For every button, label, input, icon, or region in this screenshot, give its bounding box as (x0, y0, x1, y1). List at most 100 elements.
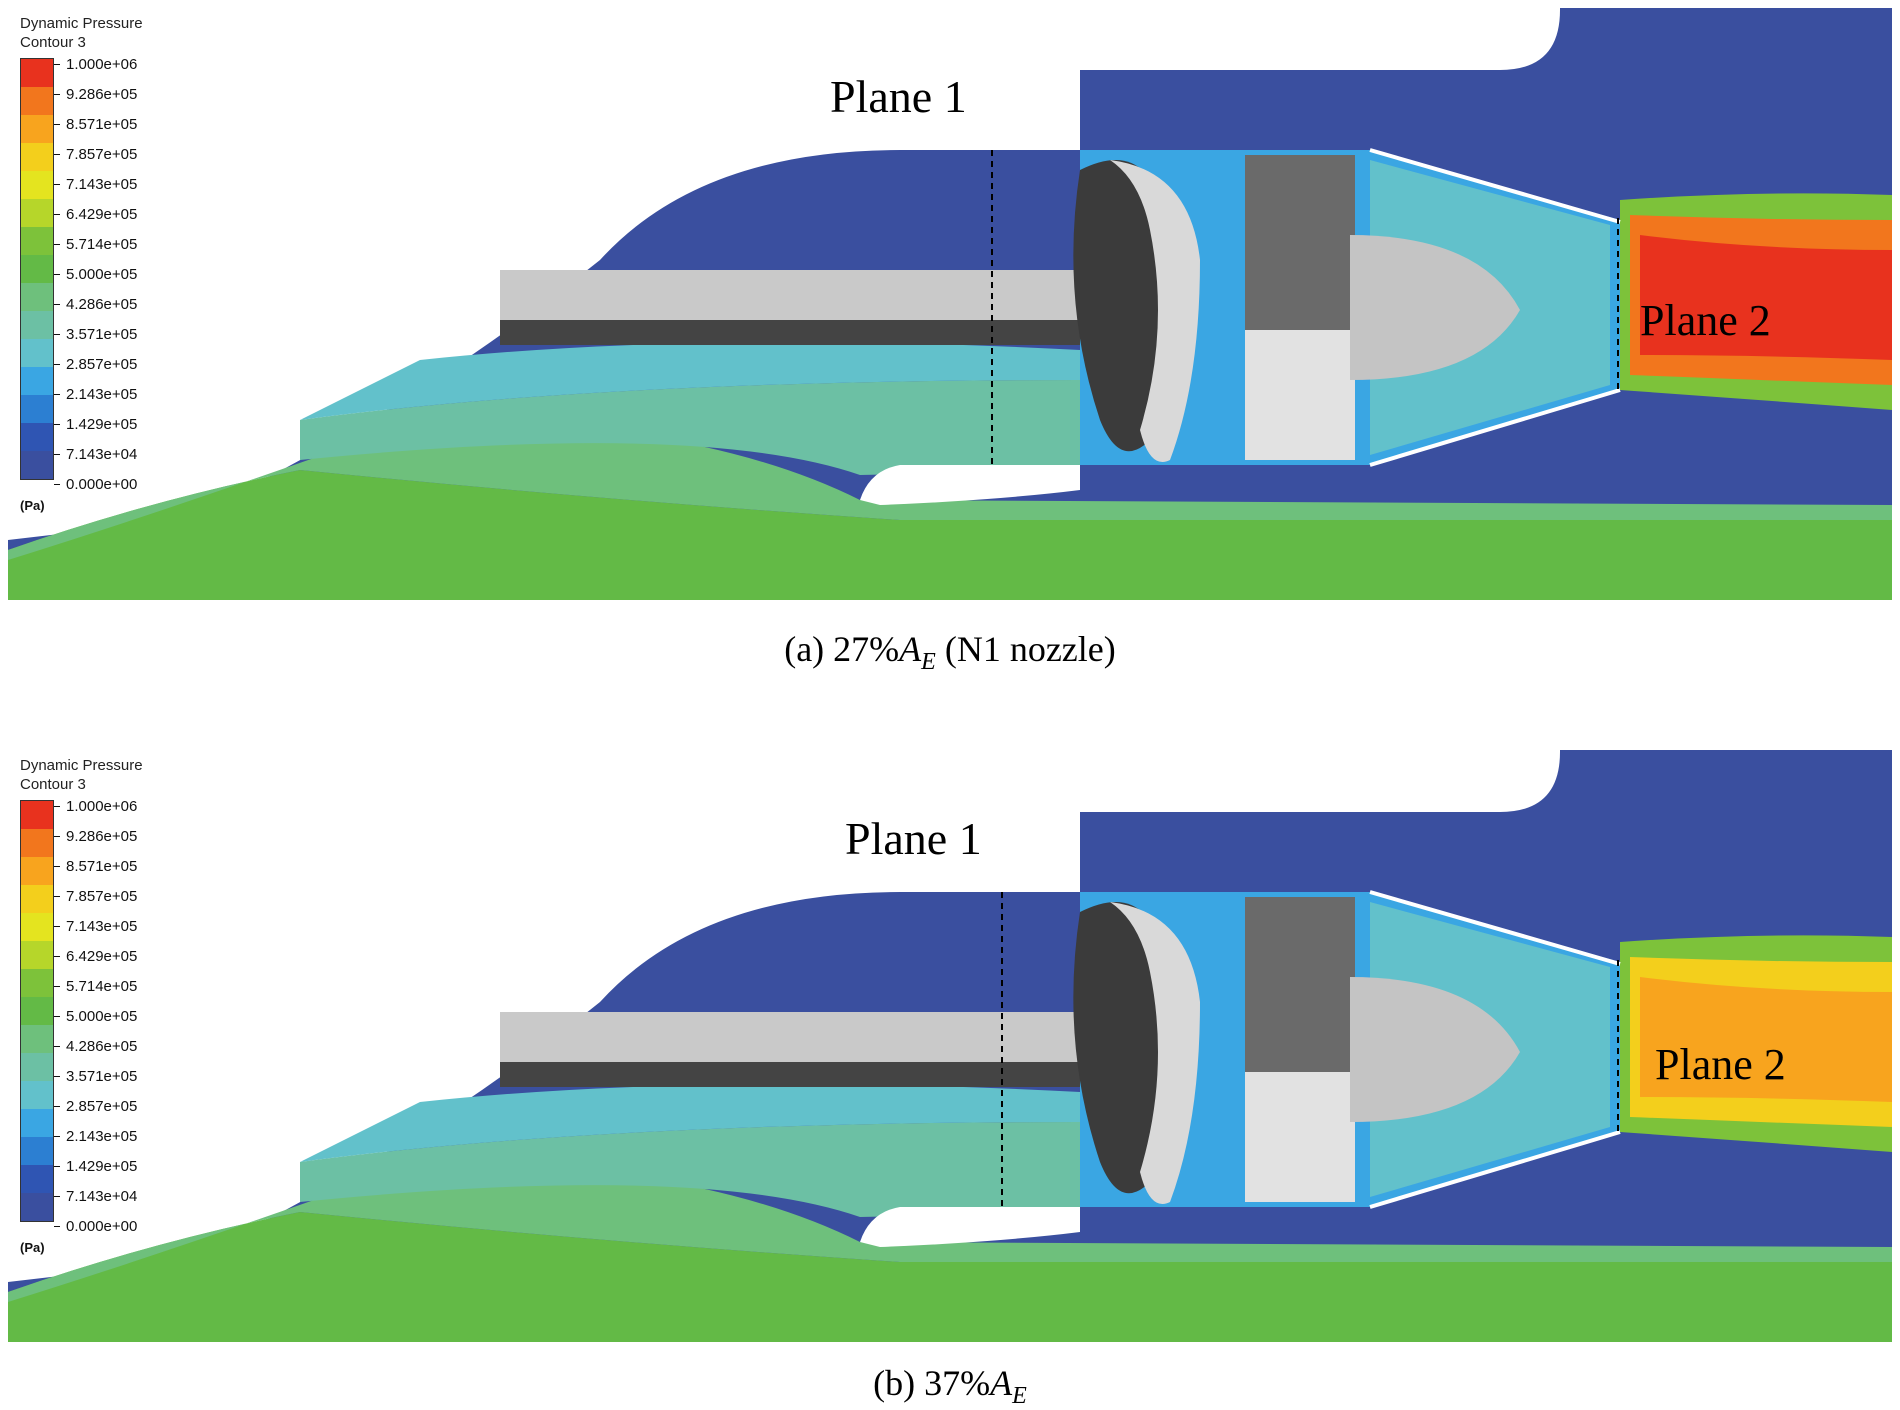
colorbar-swatch (21, 913, 53, 941)
colorbar-swatch (21, 941, 53, 969)
hub-cone (1350, 235, 1520, 380)
colorbar-tick-label: 9.286e+05 (54, 79, 137, 109)
colorbar-swatch (21, 367, 53, 395)
plane2-label-a: Plane 2 (1640, 296, 1771, 345)
colorbar-swatch (21, 227, 53, 255)
colorbar-tick-label: 7.143e+05 (54, 911, 137, 941)
colorbar-tick-label: 3.571e+05 (54, 1061, 137, 1091)
caption-b: (b) 37%AE (0, 1362, 1900, 1410)
colorbar-tick-label: 7.857e+05 (54, 139, 137, 169)
lower-flow-teal (8, 1162, 1892, 1302)
colorbar-tick-label: 8.571e+05 (54, 109, 137, 139)
colorbar-tick-label: 0.000e+00 (54, 1211, 137, 1241)
colorbar-swatch (21, 87, 53, 115)
colorbar-swatch (21, 1193, 53, 1221)
colorbar-tick-label: 2.143e+05 (54, 379, 137, 409)
legend-title-a: Dynamic Pressure (20, 15, 143, 32)
contour-plot-b: Plane 1 Plane 2 (8, 742, 1900, 1342)
colorbar-tick-label: 1.429e+05 (54, 409, 137, 439)
caption-a-var: A (899, 629, 922, 669)
colorbar-tick-label: 5.000e+05 (54, 1001, 137, 1031)
colorbar-swatch (21, 199, 53, 227)
colorbar-swatch (21, 451, 53, 479)
colorbar-swatch (21, 885, 53, 913)
colorbar-swatch (21, 997, 53, 1025)
colorbar-tick-label: 5.714e+05 (54, 971, 137, 1001)
unit-label-a: (Pa) (20, 498, 45, 513)
colorbar-tick-label: 7.857e+05 (54, 881, 137, 911)
colorbar-swatch (21, 1053, 53, 1081)
colorbar-tick-label: 5.000e+05 (54, 259, 137, 289)
colorbar-tick-label: 7.143e+05 (54, 169, 137, 199)
colorbar-tick-label: 1.000e+06 (54, 791, 137, 821)
colorbar-swatch (21, 283, 53, 311)
jet-core (1640, 235, 1892, 360)
hull-exterior (8, 742, 1560, 1282)
colorbar-tick-label: 2.857e+05 (54, 1091, 137, 1121)
colorbar-swatch (21, 969, 53, 997)
panel-b: Plane 1 Plane 2 Dynamic Pressure Contour… (0, 742, 1900, 1362)
colorbar-tick-label: 6.429e+05 (54, 941, 137, 971)
legend-title-b: Dynamic Pressure (20, 757, 143, 774)
waterjet-scene-b (8, 742, 1900, 1342)
impeller-blade-light (1110, 902, 1200, 1204)
plane1-label-b: Plane 1 (845, 813, 982, 864)
shaft-shadow (500, 1062, 1080, 1087)
lower-flow-green (8, 1212, 1892, 1342)
colorbar-swatch (21, 1137, 53, 1165)
caption-b-var: A (990, 1363, 1013, 1403)
hull-exterior (8, 0, 1560, 540)
intake-lip (860, 465, 1080, 505)
colorbar-swatch (21, 171, 53, 199)
colorbar-swatch (21, 395, 53, 423)
caption-a-sub: E (921, 649, 936, 676)
colorbar-swatch (21, 857, 53, 885)
colorbar-swatch (21, 801, 53, 829)
colorbar-swatch (21, 1025, 53, 1053)
impeller-blade (1073, 902, 1168, 1194)
colorbar-swatch (21, 1081, 53, 1109)
intake-lip (860, 1207, 1080, 1247)
colorbar-tick-label: 2.143e+05 (54, 1121, 137, 1151)
caption-a: (a) 27%AE (N1 nozzle) (0, 628, 1900, 676)
colorbar-swatch (21, 311, 53, 339)
caption-b-sub: E (1012, 1383, 1027, 1410)
impeller-blade-light (1110, 160, 1200, 462)
caption-a-suffix: (N1 nozzle) (935, 629, 1116, 669)
nozzle-wall (1369, 148, 1621, 467)
colorbar-tick-label: 8.571e+05 (54, 851, 137, 881)
colorbar-a (20, 58, 54, 480)
intake-flow (300, 1122, 1080, 1217)
colorbar-tick-label: 0.000e+00 (54, 469, 137, 499)
colorbar-swatch (21, 423, 53, 451)
colorbar-tick-label: 7.143e+04 (54, 1181, 137, 1211)
impeller-blade (1073, 160, 1168, 452)
colorbar-swatch (21, 1109, 53, 1137)
colorbar-tick-label: 6.429e+05 (54, 199, 137, 229)
colorbar-b (20, 800, 54, 1222)
colorbar-tick-label: 1.000e+06 (54, 49, 137, 79)
colorbar-swatch (21, 339, 53, 367)
plane1-label-a: Plane 1 (830, 71, 967, 122)
colorbar-tick-label: 5.714e+05 (54, 229, 137, 259)
caption-b-prefix: (b) 37% (873, 1363, 991, 1403)
panel-a: Plane 1 Plane 2 Dynamic Pressure Contour… (0, 0, 1900, 620)
colorbar-tick-label: 9.286e+05 (54, 821, 137, 851)
intake-flow (300, 380, 1080, 475)
colorbar-swatch (21, 829, 53, 857)
hub-cone (1350, 977, 1520, 1122)
contour-plot-a: Plane 1 Plane 2 (8, 0, 1900, 600)
colorbar-tick-label: 7.143e+04 (54, 439, 137, 469)
intake-flow-light (300, 1084, 1080, 1162)
colorbar-swatch (21, 1165, 53, 1193)
colorbar-tick-label: 3.571e+05 (54, 319, 137, 349)
top-margin (1560, 0, 1900, 8)
colorbar-tick-label: 2.857e+05 (54, 349, 137, 379)
colorbar-swatch (21, 59, 53, 87)
intake-flow-light (300, 342, 1080, 420)
